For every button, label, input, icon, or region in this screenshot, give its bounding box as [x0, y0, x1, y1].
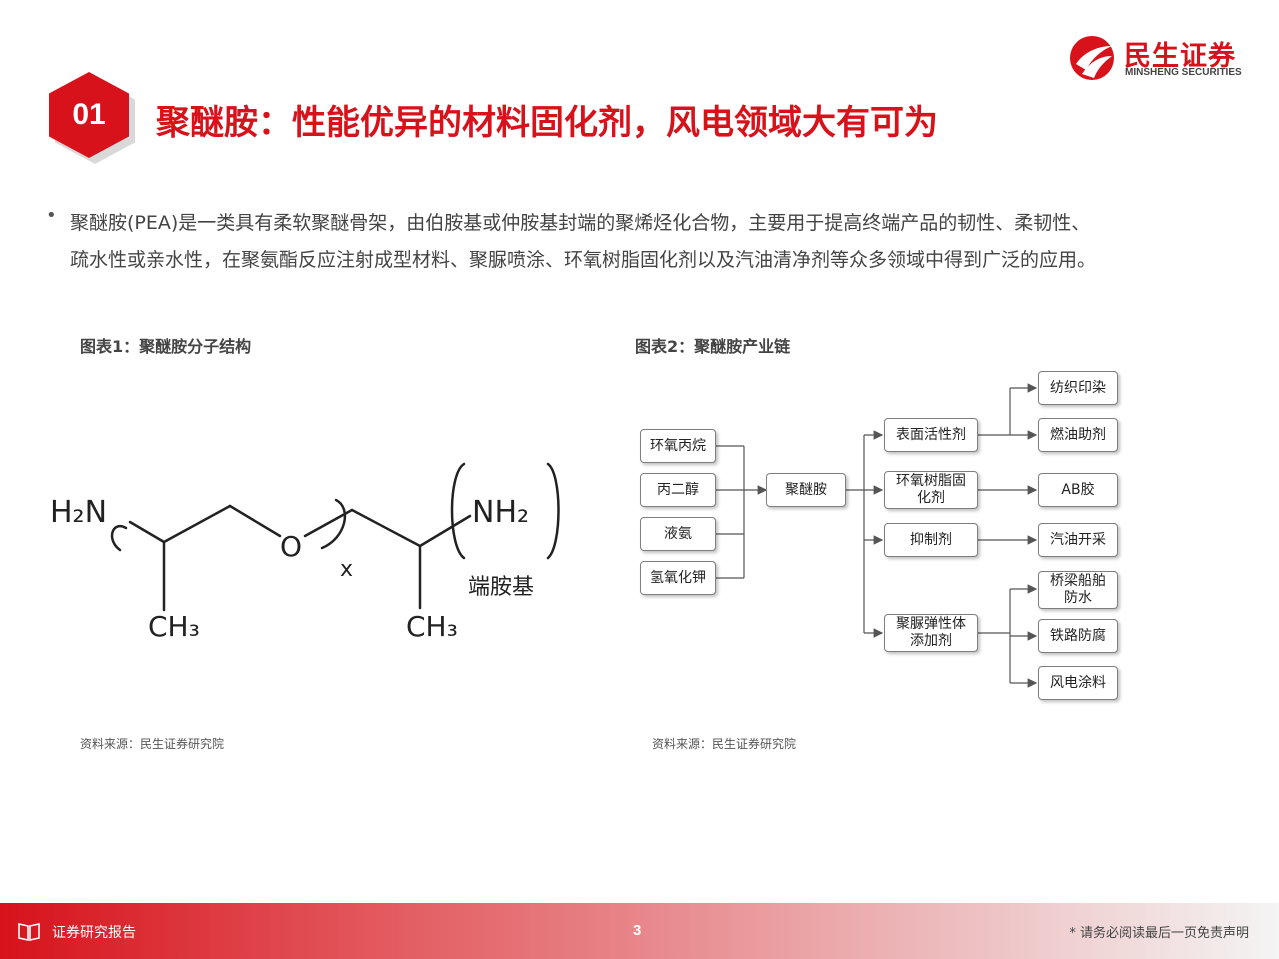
app-node-oil-extraction: 汽油开采	[1038, 523, 1118, 557]
bond-2	[162, 504, 232, 544]
node-label: 桥梁船舶	[1050, 573, 1106, 589]
use-node-surfactant: 表面活性剂	[884, 418, 978, 452]
node-label: 防水	[1064, 590, 1092, 606]
logo-mark-icon	[1070, 36, 1114, 80]
intro-text: 聚醚胺(PEA)是一类具有柔软聚醚骨架，由伯胺基或仲胺基封端的聚烯烃化合物，主要…	[70, 205, 1216, 279]
section-number-badge: 01	[49, 72, 135, 164]
logo-name-en: MINSHENG SECURITIES	[1125, 67, 1242, 78]
page-number: 3	[633, 922, 642, 939]
node-label: 抑制剂	[910, 531, 952, 548]
repeat-x-label: x	[340, 557, 353, 582]
use-node-inhibitor: 抑制剂	[884, 523, 978, 557]
industry-chain-diagram: 环氧丙烷 丙二醇 液氨 氢氧化钾 聚醚胺 表面活性剂 环氧树脂固化剂 抑制剂 聚…	[630, 365, 1150, 710]
node-label: 纺织印染	[1050, 379, 1106, 396]
node-label: 风电涂料	[1050, 674, 1106, 691]
node-label: 丙二醇	[657, 481, 699, 498]
node-label: 环氧丙烷	[650, 437, 706, 454]
intro-bullet: • 聚醚胺(PEA)是一类具有柔软聚醚骨架，由伯胺基或仲胺基封端的聚烯烃化合物，…	[46, 205, 1216, 279]
node-label: AB胶	[1061, 481, 1095, 498]
end-group-label: 端胺基	[468, 575, 534, 600]
intro-line-1: 聚醚胺(PEA)是一类具有柔软聚醚骨架，由伯胺基或仲胺基封端的聚烯烃化合物，主要…	[70, 212, 1091, 234]
node-label: 环氧树脂固	[896, 473, 966, 489]
end-bracket-right	[546, 462, 560, 560]
figure1-title: 图表1：聚醚胺分子结构	[80, 337, 252, 356]
chain-connectors	[716, 383, 1038, 688]
bond-5	[350, 508, 422, 548]
bond-3	[228, 504, 282, 538]
node-label: 汽油开采	[1050, 531, 1106, 548]
node-label: 化剂	[917, 490, 945, 506]
end-bracket-left	[450, 462, 466, 560]
node-label: 聚脲弹性体	[896, 616, 966, 632]
node-label: 聚醚胺	[785, 481, 827, 498]
bond-6	[418, 514, 472, 548]
intro-line-2: 疏水性或亲水性，在聚氨酯反应注射成型材料、聚脲喷涂、环氧树脂固化剂以及汽油清净剂…	[70, 249, 1097, 271]
page-footer: 证券研究报告 3 * 请务必阅读最后一页免责声明	[0, 903, 1279, 959]
footer-report-label: 证券研究报告	[52, 925, 136, 941]
h2n-label: H₂N	[50, 495, 107, 530]
bullet-dot-icon: •	[46, 205, 57, 226]
nh2-label: NH₂	[472, 495, 529, 530]
app-node-bridge-ship-waterproof: 桥梁船舶防水	[1038, 571, 1118, 609]
app-node-textile: 纺织印染	[1038, 371, 1118, 405]
app-node-fuel-additive: 燃油助剂	[1038, 418, 1118, 452]
ch3-left-label: CH₃	[148, 610, 200, 643]
figure2-source: 资料来源：民生证券研究院	[652, 737, 797, 751]
minsheng-logo: 民生证券 MINSHENG SECURITIES	[1068, 34, 1258, 84]
figure1-source: 资料来源：民生证券研究院	[80, 737, 225, 751]
use-node-polyurea-additive: 聚脲弹性体添加剂	[884, 614, 978, 652]
app-node-ab-glue: AB胶	[1038, 473, 1118, 507]
page-title: 聚醚胺：性能优异的材料固化剂，风电领域大有可为	[156, 103, 938, 143]
node-label: 液氨	[664, 525, 692, 542]
input-node-ammonia: 液氨	[640, 517, 716, 551]
node-label: 燃油助剂	[1050, 426, 1106, 443]
input-node-propanediol: 丙二醇	[640, 473, 716, 507]
molecular-structure-diagram: H₂N O x NH₂ CH₃ CH₃ 端胺基	[50, 462, 560, 643]
logo-name-cn: 民生证券	[1124, 41, 1236, 72]
use-node-epoxy-curing: 环氧树脂固化剂	[884, 471, 978, 509]
node-label: 表面活性剂	[896, 426, 966, 443]
disclaimer-note: * 请务必阅读最后一页免责声明	[1069, 926, 1249, 941]
left-bracket-open	[110, 524, 128, 552]
bond-1	[128, 520, 166, 544]
app-node-railway-anticorrosion: 铁路防腐	[1038, 619, 1118, 653]
center-node-pea: 聚醚胺	[766, 473, 846, 507]
book-icon	[18, 923, 40, 941]
ch3-right-label: CH₃	[406, 610, 458, 643]
section-number: 01	[72, 98, 106, 131]
oxygen-label: O	[280, 530, 302, 563]
node-label: 铁路防腐	[1050, 627, 1106, 644]
node-label: 添加剂	[910, 633, 952, 649]
input-node-epoxypropane: 环氧丙烷	[640, 429, 716, 463]
right-bracket-close	[320, 498, 347, 550]
figure2-title: 图表2：聚醚胺产业链	[635, 337, 791, 356]
app-node-wind-coating: 风电涂料	[1038, 666, 1118, 700]
input-node-koh: 氢氧化钾	[640, 561, 716, 595]
node-label: 氢氧化钾	[650, 569, 706, 586]
